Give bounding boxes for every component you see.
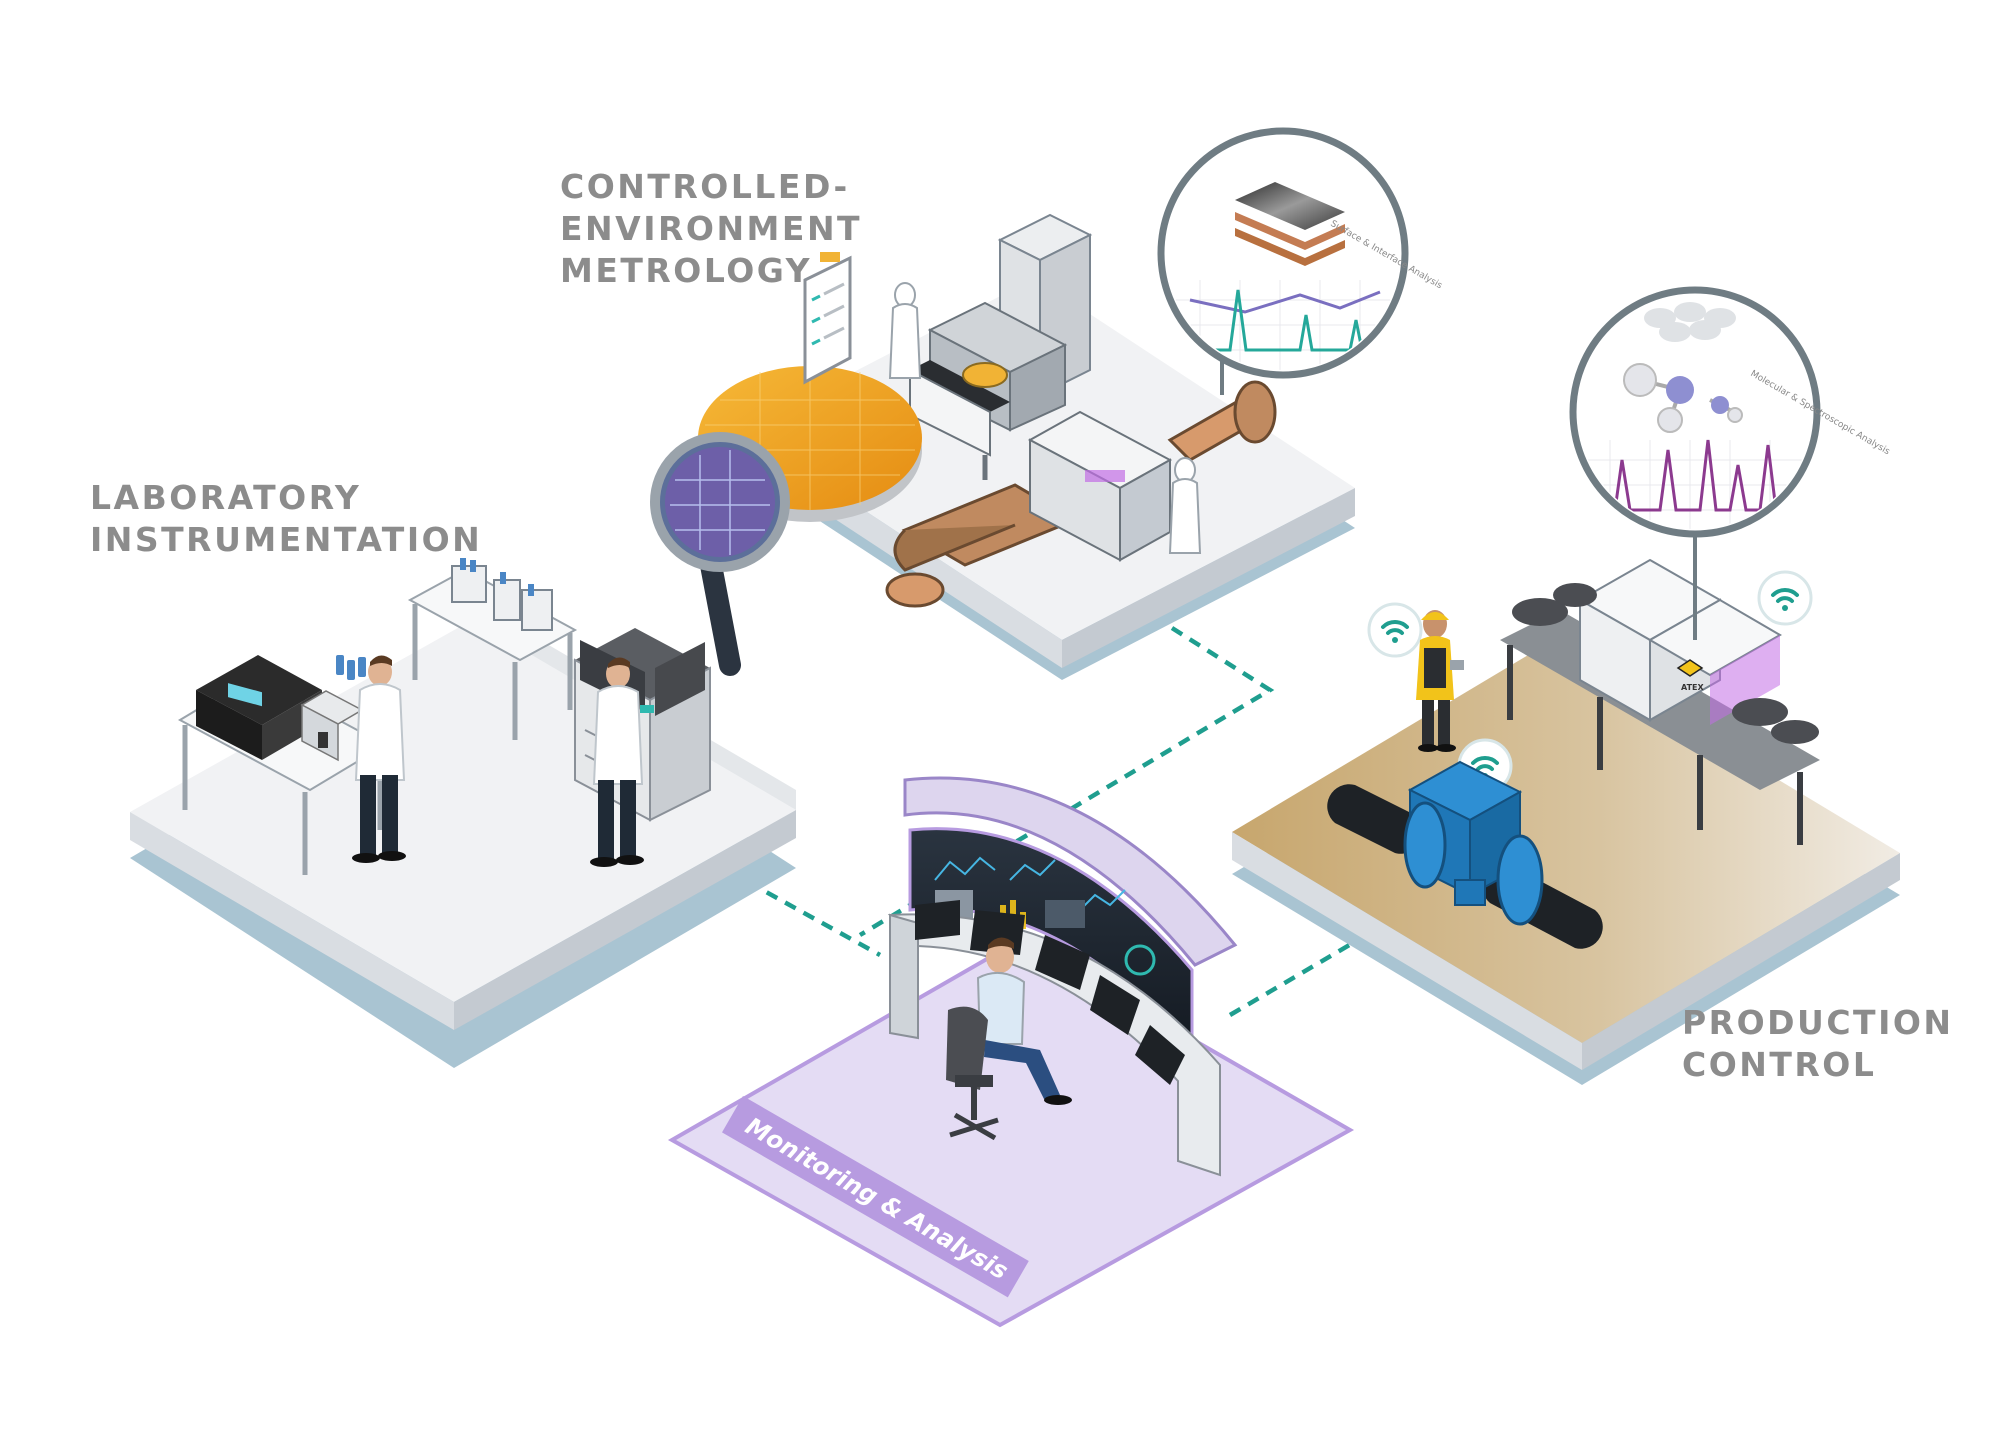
label-controlled-environment-metrology: CONTROLLED- ENVIRONMENT METROLOGY [560, 166, 862, 292]
lab-cabinet [574, 628, 711, 822]
cleanroom-worker-front [1168, 457, 1202, 554]
wifi-icon [1757, 570, 1813, 626]
label-line: CONTROL [1682, 1045, 1877, 1084]
callout-molecular-analysis: Molecular & Spectroscopic Analysis [1569, 286, 1892, 538]
label-laboratory-instrumentation: LABORATORY INSTRUMENTATION [90, 477, 482, 561]
lab-scientist-1 [352, 655, 406, 863]
callout-surface-analysis: Surface & Interface Analysis [1157, 127, 1444, 379]
lab-bench-left [177, 655, 388, 875]
label-line: METROLOGY [560, 251, 813, 290]
production-furnace-line: ATEX [1500, 558, 1820, 845]
clipboard-icon [803, 252, 852, 385]
molecule-icon [1623, 363, 1743, 433]
lab-bench-back [407, 558, 578, 740]
cleanroom-worker-back [888, 282, 922, 379]
connector-production-monitor [1228, 928, 1377, 1017]
laboratory-platform [130, 558, 796, 1068]
office-chair [946, 1006, 999, 1141]
operator-at-desk [946, 937, 1072, 1141]
cleanroom-equipment [909, 213, 1093, 480]
control-desk [887, 900, 1221, 1177]
label-line: PRODUCTION [1682, 1003, 1954, 1042]
conveyor-line [885, 380, 1277, 608]
production-platform: ATEX [1232, 286, 1900, 1085]
magnifier-icon [650, 432, 790, 676]
connector-metrology-monitor [858, 626, 1275, 937]
wifi-icon [1367, 602, 1423, 658]
label-line: ENVIRONMENT [560, 209, 863, 248]
atex-mark: ATEX [1676, 659, 1704, 692]
lab-scientist-2 [590, 657, 654, 867]
label-line: CONTROLLED- [560, 167, 850, 206]
label-production-control: PRODUCTION CONTROL [1682, 1002, 1954, 1086]
pipeline-valve [1327, 760, 1603, 949]
svg-text:ATEX: ATEX [1681, 683, 1704, 692]
metrology-platform: Surface & Interface Analysis [650, 127, 1444, 680]
monitoring-platform: Monitoring & Analysis [667, 776, 1355, 1328]
production-worker [1416, 610, 1464, 752]
label-line: INSTRUMENTATION [90, 520, 483, 559]
label-line: LABORATORY [90, 478, 362, 517]
